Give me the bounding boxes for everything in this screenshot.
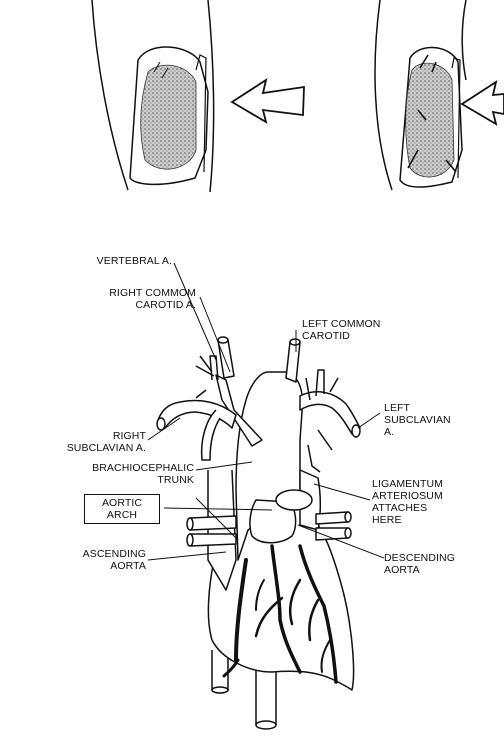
descending-aorta-line2: AORTA <box>384 564 455 576</box>
thorax-view-left <box>92 0 214 192</box>
aortic-arch-label: AORTIC ARCH <box>84 494 160 524</box>
vertebral-label-line1: VERTEBRAL A. <box>96 255 172 267</box>
left-subclavian-line2: SUBCLAVIAN <box>384 414 451 426</box>
left-subclavian-line1: LEFT <box>384 402 451 414</box>
trachea-left <box>196 55 206 172</box>
left-subclavian-line3: A. <box>384 426 451 438</box>
ligamentum-vessel <box>308 445 320 472</box>
aortic-arch-line2: ARCH <box>91 509 153 521</box>
view-arrow-left <box>232 80 304 122</box>
left-subclavian-label: LEFT SUBCLAVIAN A. <box>384 402 451 438</box>
right-common-carotid-line1: RIGHT COMMOM <box>76 287 196 299</box>
heart-shadow-left <box>141 65 196 169</box>
brachiocephalic-label: BRACHIOCEPHALIC TRUNK <box>60 462 194 486</box>
ligamentum-line1: LIGAMENTUM <box>372 478 443 490</box>
chest-inner-right <box>462 0 466 80</box>
left-common-carotid-line1: LEFT COMMON <box>302 318 381 330</box>
left-pulmonary-branches <box>316 512 348 540</box>
ligamentum-line4: HERE <box>372 514 443 526</box>
right-thyrocervical <box>202 410 220 460</box>
left-common-carotid <box>286 342 300 382</box>
brachiocephalic-line2: TRUNK <box>60 474 194 486</box>
heart-drawing <box>157 337 360 729</box>
ligamentum-line2: ARTERIOSUM <box>372 490 443 502</box>
right-common-carotid-label: RIGHT COMMOM CAROTID A. <box>76 287 196 311</box>
descending-aorta-label: DESCENDING AORTA <box>384 552 455 576</box>
right-subclavian-label: RIGHT SUBCLAVIAN A. <box>62 430 146 454</box>
view-arrow-right <box>462 82 504 124</box>
descending-aorta-line1: DESCENDING <box>384 552 455 564</box>
chest-inner-left <box>208 0 214 192</box>
left-common-carotid-line2: CAROTID <box>302 330 381 342</box>
thorax-view-right <box>375 0 466 190</box>
ascending-aorta-label: ASCENDING AORTA <box>70 548 146 572</box>
pulmonary-opening <box>276 490 312 510</box>
ascending-aorta-line1: ASCENDING <box>70 548 146 560</box>
brachiocephalic-line1: BRACHIOCEPHALIC <box>60 462 194 474</box>
right-subclavian-line2: SUBCLAVIAN A. <box>62 442 146 454</box>
right-common-carotid <box>218 340 234 378</box>
ligamentum-label: LIGAMENTUM ARTERIOSUM ATTACHES HERE <box>372 478 443 526</box>
chest-outline-right <box>375 0 392 190</box>
right-subclavian-line1: RIGHT <box>62 430 146 442</box>
right-common-carotid-line2: CAROTID A. <box>76 299 196 311</box>
ligamentum-line3: ATTACHES <box>372 502 443 514</box>
vertebral-label: VERTEBRAL A. <box>96 255 172 267</box>
ascending-aorta-line2: AORTA <box>70 560 146 572</box>
left-common-carotid-label: LEFT COMMON CAROTID <box>302 318 381 342</box>
chest-outline-left <box>92 0 128 190</box>
aortic-arch-line1: AORTIC <box>91 497 153 509</box>
left-subclavian-branches <box>306 378 338 450</box>
